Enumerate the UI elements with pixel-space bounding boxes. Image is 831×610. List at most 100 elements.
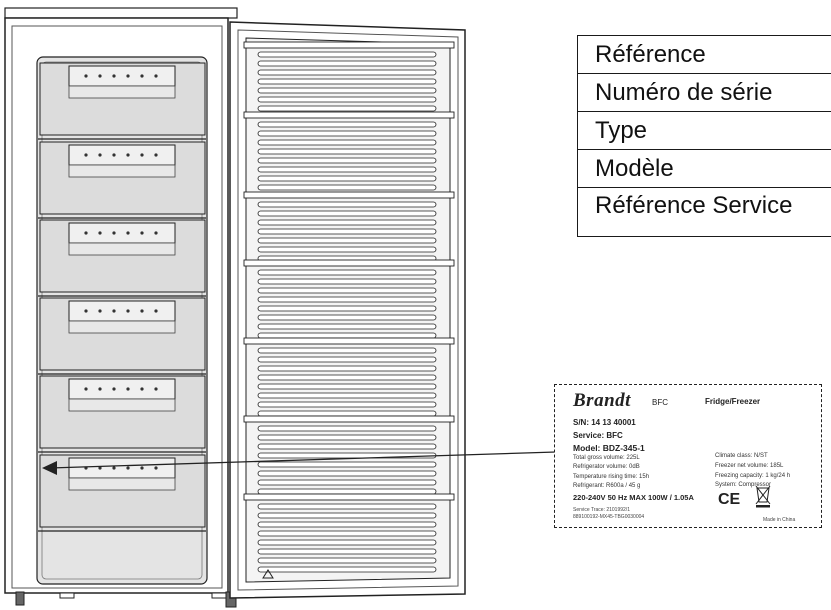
left-spec: Temperature rising time: 15h	[573, 474, 650, 480]
service-trace: Service Trace: 2101992/1	[573, 507, 630, 513]
drawer-dot	[126, 387, 130, 391]
drawer-dot	[84, 309, 88, 313]
ce-mark: CE	[718, 491, 741, 508]
drawer-dot	[126, 309, 130, 313]
row-reference: Référence	[577, 35, 831, 74]
weee-bin-icon	[755, 485, 771, 508]
door-shelf-rail	[243, 337, 455, 345]
door-ridge	[257, 87, 437, 94]
door-shelf	[243, 493, 455, 573]
drawer-dot	[126, 74, 130, 78]
drawer	[38, 454, 206, 532]
drawer	[38, 219, 206, 297]
table-row: Référence	[577, 35, 831, 74]
door-ridge	[257, 443, 437, 450]
drawer-dot	[112, 387, 116, 391]
door-shelf-rail	[243, 493, 455, 501]
door-shelf	[243, 191, 455, 262]
foot-right-plinth	[211, 592, 227, 599]
drawer-lip	[68, 164, 176, 178]
drawer-dot	[112, 309, 116, 313]
door-shelf-rail	[243, 415, 455, 423]
door-shelf	[243, 415, 455, 495]
door-ridge	[257, 566, 437, 573]
drawer-dot	[154, 153, 158, 157]
drawer-dot	[140, 74, 144, 78]
door-shelf-rail	[243, 41, 455, 49]
drawer-lip	[68, 85, 176, 99]
door-ridge	[257, 425, 437, 432]
door-ridge	[257, 512, 437, 519]
service-trace: 889100192-MX45-TBG0030004	[573, 514, 645, 520]
drawer-dot	[140, 153, 144, 157]
door-ridge	[257, 210, 437, 217]
door-ridge	[257, 175, 437, 182]
door-ridge	[257, 296, 437, 303]
door-ridge	[257, 503, 437, 510]
drawer-dot	[84, 74, 88, 78]
row-type: Type	[577, 111, 831, 150]
door-ridge	[257, 184, 437, 191]
door-ridge	[257, 332, 437, 339]
pointer-arrowhead	[42, 461, 57, 475]
door-ridge	[257, 314, 437, 321]
door-ridge	[257, 139, 437, 146]
drawer-dot	[154, 466, 158, 470]
drawer	[38, 62, 206, 140]
model-number: Model: BDZ-345-1	[573, 443, 645, 453]
made-in: Made in China	[763, 517, 796, 523]
drawer-dot	[112, 466, 116, 470]
drawer-dot	[154, 387, 158, 391]
door-shelf	[243, 259, 455, 339]
door-shelf-rail	[243, 111, 455, 119]
door-ridge	[257, 530, 437, 537]
drawer	[38, 375, 206, 453]
table-row: Modèle	[577, 149, 831, 188]
foot-left	[15, 591, 25, 606]
drawer-dot	[140, 231, 144, 235]
electrical-rating: 220-240V 50 Hz MAX 100W / 1.05A	[573, 493, 694, 502]
door-ridge	[257, 269, 437, 276]
door-ridge	[257, 392, 437, 399]
door-shelf-rail	[243, 259, 455, 267]
drawer-dot	[98, 74, 102, 78]
drawer-dot	[84, 387, 88, 391]
door-ridge	[257, 479, 437, 486]
pointer-line	[49, 451, 557, 469]
drawer-dot	[98, 466, 102, 470]
table-row: Type	[577, 111, 831, 150]
right-spec: Freezing capacity: 1 kg/24 h	[715, 473, 791, 479]
reference-table: Référence Numéro de série Type Modèle Ré…	[577, 35, 831, 237]
door-shelf	[243, 41, 455, 112]
door-ridge	[257, 51, 437, 58]
drawer	[38, 141, 206, 219]
drawer-dot	[154, 309, 158, 313]
door-ridge	[257, 461, 437, 468]
door-ridge	[257, 105, 437, 112]
row-model: Modèle	[577, 149, 831, 188]
recycling-icon	[262, 569, 274, 579]
door-ridge	[257, 148, 437, 155]
drawer	[38, 297, 206, 375]
drawer-dot	[112, 231, 116, 235]
door-ridge	[257, 374, 437, 381]
door-ridge	[257, 410, 437, 417]
door-ridge	[257, 347, 437, 354]
door-ridge	[257, 470, 437, 477]
drawer-dot	[112, 153, 116, 157]
brand-sub: BFC	[652, 398, 668, 407]
door-ridge	[257, 548, 437, 555]
door-ridge	[257, 305, 437, 312]
drawer-dot	[126, 231, 130, 235]
door-ridge	[257, 96, 437, 103]
table-row: Numéro de série	[577, 73, 831, 112]
door-ridge	[257, 201, 437, 208]
row-serial-number: Numéro de série	[577, 73, 831, 112]
top-strip	[4, 7, 238, 19]
door-ridge	[257, 219, 437, 226]
drawer-dot	[98, 387, 102, 391]
drawer-dot	[140, 466, 144, 470]
door-ridge	[257, 228, 437, 235]
right-spec: System: Compressor	[715, 482, 772, 488]
